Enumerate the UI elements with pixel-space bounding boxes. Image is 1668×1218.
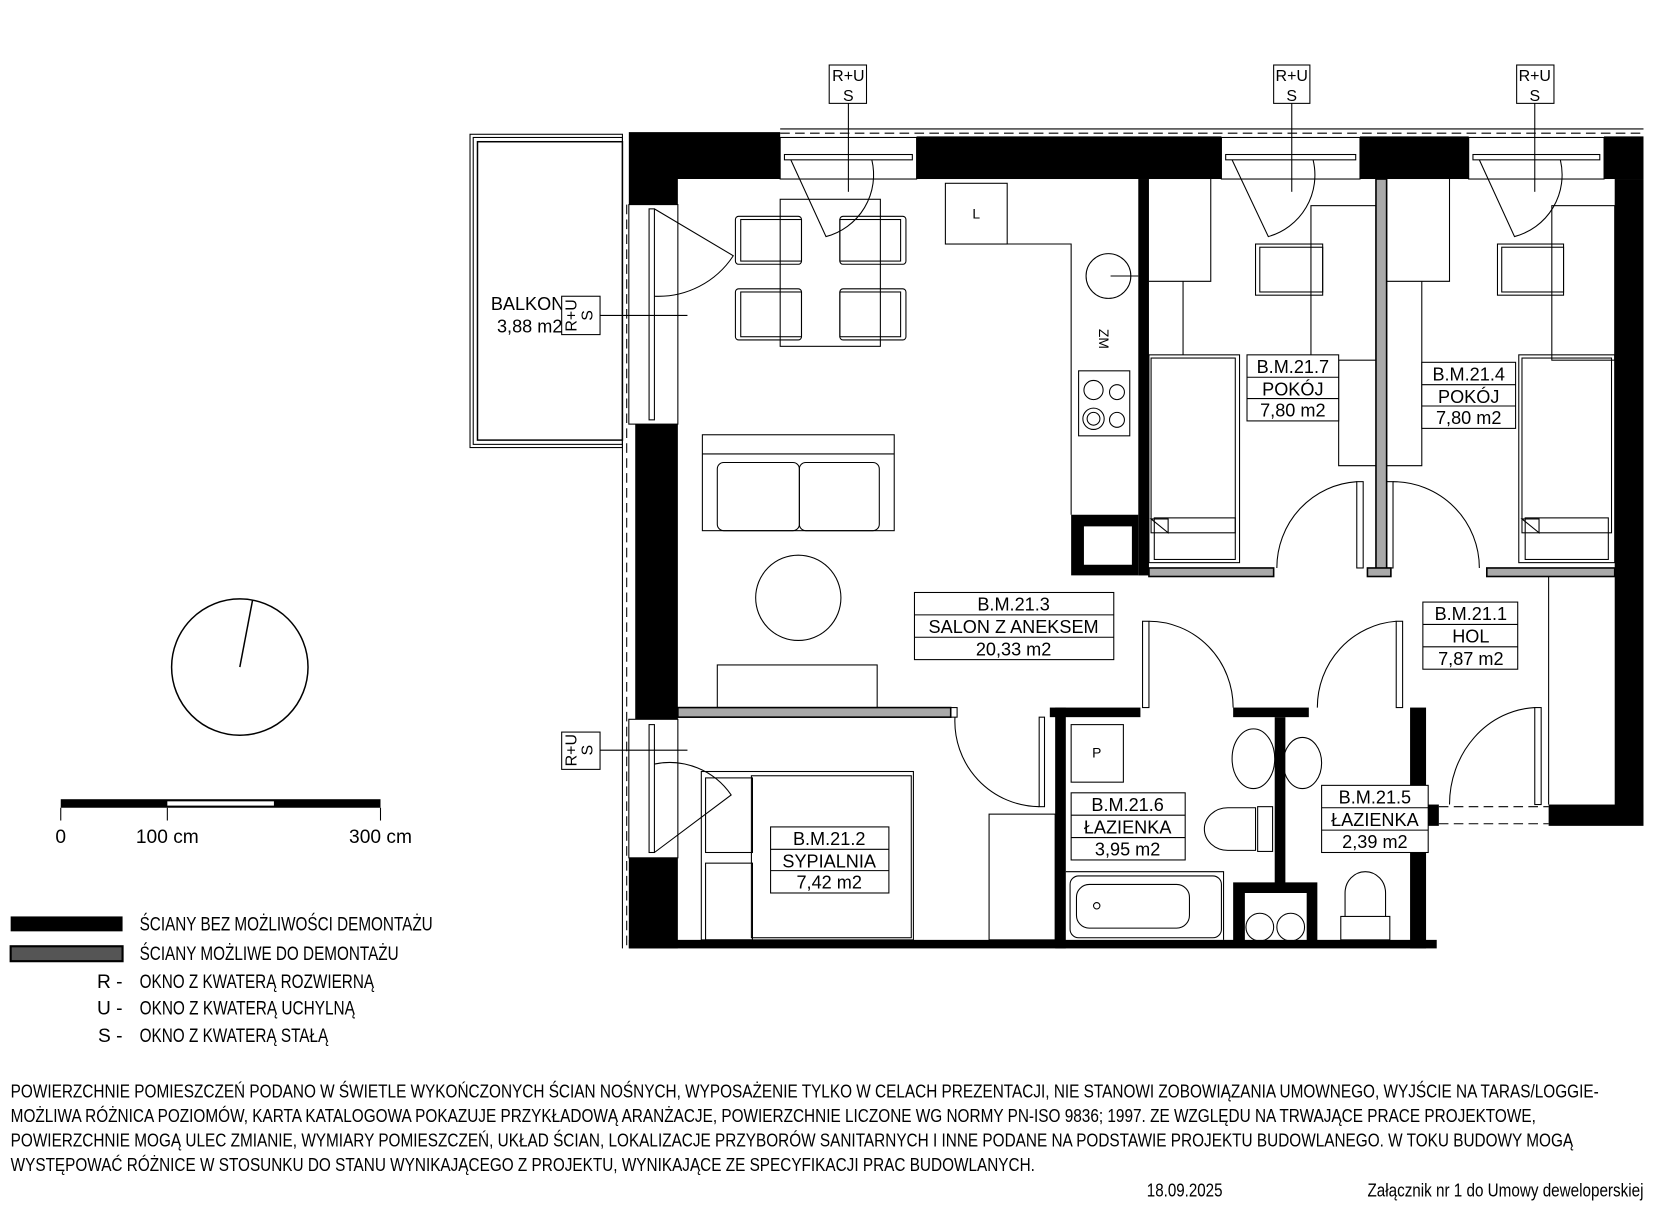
window-mark-bottom-text: S — [580, 745, 597, 756]
scale-bar: 0 100 cm 300 cm — [55, 799, 412, 848]
rooms-5-area-text: 3,95 m2 — [1095, 840, 1160, 860]
kitchen-sink — [1085, 253, 1139, 299]
room-label-b-m-21-2: B.M.21.2 SYPIALNIA 7,42 m2 — [770, 826, 890, 894]
window-mark-top-text: R+U — [564, 299, 581, 331]
window-mark-balcony: R+U S — [561, 295, 688, 336]
rooms-0-name-text: SALON Z ANEKSEM — [929, 617, 1099, 637]
rooms-6-name-text: ŁAZIENKA — [1331, 810, 1419, 830]
rooms-2-id-text: B.M.21.4 — [1432, 364, 1504, 384]
bathroom-21-5-fixtures — [1340, 871, 1391, 941]
room-21-4-furniture — [1386, 179, 1616, 564]
room-label-b-m-21-3: B.M.21.3 SALON Z ANEKSEM 20,33 m2 — [913, 591, 1115, 661]
sofa — [701, 434, 895, 532]
rooms-0-area-text: 20,33 m2 — [976, 639, 1052, 659]
dishwasher-label: ZM — [1096, 329, 1112, 349]
window-mark-bottom-text: S — [1529, 88, 1540, 105]
room-label-b-m-21-1: B.M.21.1 HOL 7,87 m2 — [1422, 601, 1519, 670]
rooms-2-name-text: POKÓJ — [1438, 386, 1499, 407]
north-arrow-icon — [170, 598, 309, 737]
cooktop — [1078, 370, 1131, 437]
legend-items-0-key-text: R - — [97, 972, 123, 993]
window-mark-top-text: R+U — [1276, 68, 1308, 85]
room-label-b-m-21-4: B.M.21.4 POKÓJ 7,80 m2 — [1421, 361, 1517, 429]
windows — [628, 136, 1605, 859]
window-mark-1: R+U S — [828, 64, 868, 192]
window-mark-top-text: R+U — [1519, 68, 1551, 85]
fixtures-fridge-text: L — [972, 205, 980, 221]
legend: ŚCIANY BEZ MOŻLIWOŚCI DEMONTAŻU ŚCIANY M… — [9, 913, 433, 1047]
legend-items-2-text-text: OKNO Z KWATERĄ STAŁĄ — [140, 1026, 329, 1047]
legend-items-2-key-text: S - — [98, 1026, 123, 1047]
legend-swatch-removable — [9, 945, 124, 963]
rooms-6-area-text: 2,39 m2 — [1342, 832, 1407, 852]
legend-swatch-fixed — [10, 916, 123, 932]
balcony-area: 3,88 m2 — [497, 316, 562, 336]
legend-items-1-key-text: U - — [97, 998, 123, 1019]
document-date: 18.09.2025 — [1147, 1181, 1223, 1201]
window-mark-2: R+U S — [1273, 64, 1311, 192]
fridge: L — [944, 182, 1008, 245]
room-label-b-m-21-6: B.M.21.6 ŁAZIENKA 3,95 m2 — [1070, 792, 1186, 861]
rooms-5-id-text: B.M.21.6 — [1091, 795, 1163, 815]
tv-cabinet — [716, 664, 878, 709]
rooms-4-id-text: B.M.21.2 — [793, 829, 865, 849]
legend-removable-walls-text: ŚCIANY MOŻLIWE DO DEMONTAŻU — [140, 943, 399, 965]
legend-fixed-walls-text: ŚCIANY BEZ MOŻLIWOŚCI DEMONTAŻU — [140, 913, 433, 935]
balcony: BALKON 3,88 m2 — [469, 133, 624, 449]
kitchen-counter — [1007, 243, 1072, 515]
annex-label: Załącznik nr 1 do Umowy deweloperskiej — [1367, 1181, 1643, 1201]
window-mark-top-text: R+U — [564, 734, 581, 766]
rooms-1-id-text: B.M.21.7 — [1257, 357, 1329, 377]
scale-label-300: 300 cm — [349, 827, 412, 848]
rooms-3-area-text: 7,87 m2 — [1438, 649, 1503, 669]
window-mark-bottom-text: S — [580, 310, 597, 321]
notes-0-text: POWIERZCHNIE POMIESZCZEŃ PODANO W ŚWIETL… — [11, 1081, 1599, 1102]
rooms-2-area-text: 7,80 m2 — [1436, 408, 1501, 428]
window-mark-bottom-text: S — [843, 88, 854, 105]
legend-items-1-text-text: OKNO Z KWATERĄ UCHYLNĄ — [140, 998, 355, 1019]
coffee-table — [755, 554, 842, 641]
scale-label-100: 100 cm — [136, 827, 199, 848]
washer-label: P — [1092, 745, 1101, 761]
rooms-5-name-text: ŁAZIENKA — [1084, 817, 1172, 837]
removable-walls — [677, 178, 1616, 718]
rooms-4-area-text: 7,42 m2 — [796, 873, 861, 893]
rooms-0-id-text: B.M.21.3 — [977, 595, 1049, 615]
bathroom-21-6-fixtures: P — [1065, 724, 1323, 942]
doors — [950, 481, 1550, 825]
rooms-3-id-text: B.M.21.1 — [1435, 604, 1507, 624]
legend-items-0-text-text: OKNO Z KWATERĄ ROZWIERNĄ — [140, 972, 375, 993]
room-label-b-m-21-7: B.M.21.7 POKÓJ 7,80 m2 — [1246, 354, 1340, 422]
rooms-1-area-text: 7,80 m2 — [1260, 401, 1325, 421]
room-label-b-m-21-5: B.M.21.5 ŁAZIENKA 2,39 m2 — [1321, 784, 1429, 854]
window-mark-3: R+U S — [1516, 64, 1555, 192]
notes-2-text: POWIERZCHNIE MOGĄ ULEC ZMIANIE, WYMIARY … — [11, 1130, 1574, 1151]
fixed-walls — [628, 132, 1644, 949]
scale-label-0: 0 — [55, 827, 66, 848]
window-mark-bottom-text: S — [1286, 88, 1297, 105]
balcony-name: BALKON — [491, 294, 564, 314]
dining-set — [734, 198, 907, 347]
window-mark-bedroom: R+U S — [561, 731, 688, 770]
disclaimer-notes: POWIERZCHNIE POMIESZCZEŃ PODANO W ŚWIETL… — [11, 1081, 1644, 1201]
bedroom-furniture — [700, 770, 1056, 941]
window-mark-top-text: R+U — [832, 68, 864, 85]
rooms-1-name-text: POKÓJ — [1262, 378, 1323, 399]
notes-1-text: MOŻLIWA RÓŻNICA POZIOMÓW, KARTA KATALOGO… — [11, 1105, 1536, 1126]
rooms-6-id-text: B.M.21.5 — [1339, 787, 1411, 807]
notes-3-text: WYSTĘPOWAĆ RÓŻNICE W STOSUNKU DO STANU W… — [11, 1154, 1035, 1175]
rooms-3-name-text: HOL — [1452, 627, 1489, 647]
rooms-4-name-text: SYPIALNIA — [782, 851, 877, 871]
